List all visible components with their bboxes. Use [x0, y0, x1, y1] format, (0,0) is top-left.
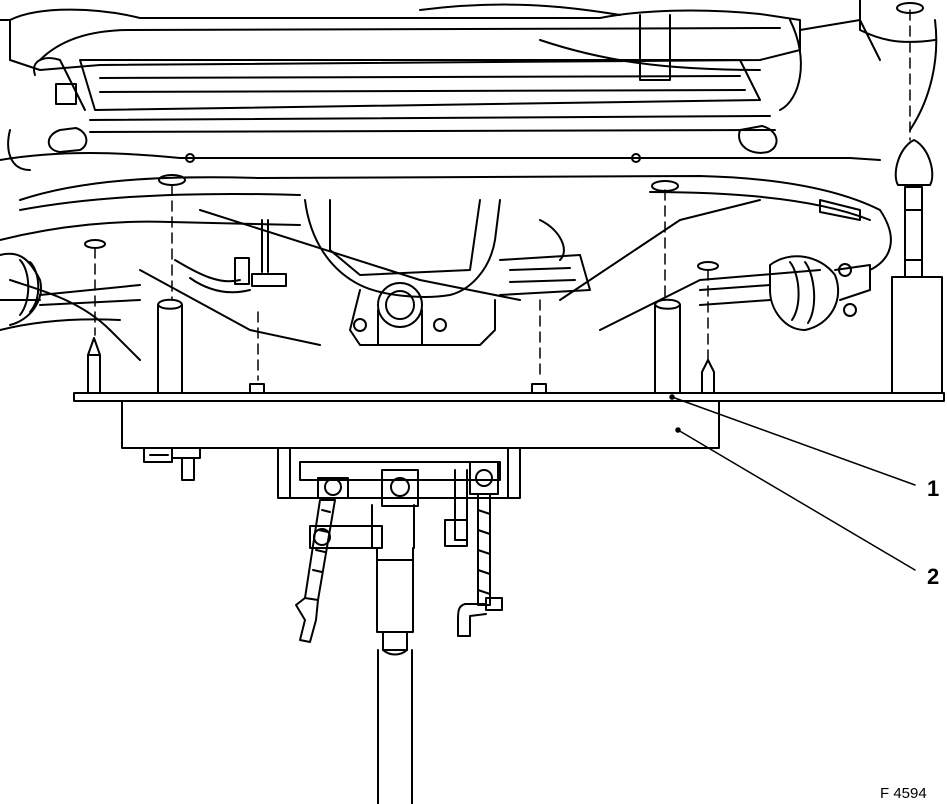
jack-adapter	[277, 447, 521, 549]
engine-subframe	[0, 175, 892, 361]
plate-frame	[121, 400, 720, 449]
frame-bolts	[143, 447, 201, 481]
engine-sump	[304, 199, 591, 346]
wiring-harness	[174, 219, 287, 294]
mounting-holes	[84, 2, 924, 271]
figure-code: F 4594	[880, 785, 927, 802]
support-plate	[73, 392, 945, 402]
drive-shafts	[0, 252, 871, 331]
callout-label-1: 1	[927, 476, 940, 501]
support-post	[891, 139, 943, 394]
locating-pins	[87, 298, 715, 394]
callout-label-2: 2	[927, 564, 940, 589]
release-lever	[295, 499, 383, 643]
height-crank	[457, 493, 503, 637]
alignment-lines	[94, 9, 911, 381]
jack-column	[376, 547, 414, 804]
leader-lines	[669, 394, 916, 571]
radiator-crossmember	[0, 0, 938, 171]
